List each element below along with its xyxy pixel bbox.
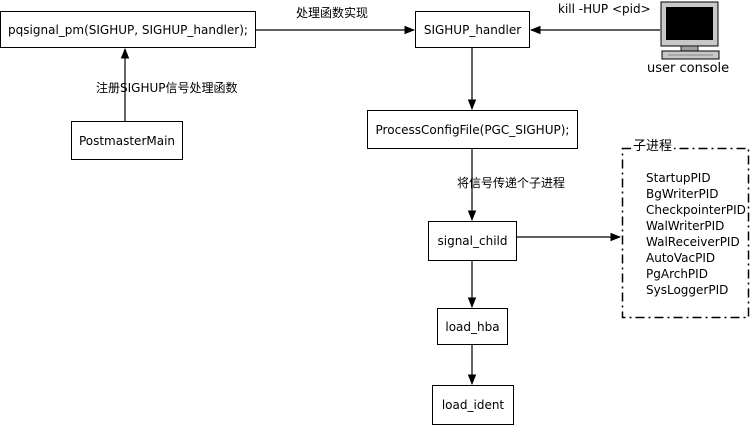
children-list: StartupPID BgWriterPID CheckpointerPID W… xyxy=(646,170,746,298)
node-sighup-handler: SIGHUP_handler xyxy=(415,11,530,48)
list-item: SysLoggerPID xyxy=(646,283,729,297)
label-kill: kill -HUP <pid> xyxy=(558,2,651,16)
node-signal-child: signal_child xyxy=(428,221,517,261)
computer-icon xyxy=(660,1,720,60)
list-item: CheckpointerPID xyxy=(646,203,746,217)
children-group-border xyxy=(621,147,750,319)
list-item: PgArchPID xyxy=(646,267,708,281)
node-postmastermain: PostmasterMain xyxy=(71,121,183,160)
list-item: AutoVacPID xyxy=(646,251,716,265)
node-pqsignal: pqsignal_pm(SIGHUP, SIGHUP_handler); xyxy=(0,11,256,48)
list-item: WalReceiverPID xyxy=(646,235,740,249)
label-pass: 将信号传递个子进程 xyxy=(457,176,566,190)
list-item: WalWriterPID xyxy=(646,219,725,233)
node-load-hba: load_hba xyxy=(437,308,508,345)
node-load-ident: load_ident xyxy=(432,385,514,425)
console-label: user console xyxy=(647,61,730,76)
children-group: 子进程 StartupPID BgWriterPID CheckpointerP… xyxy=(622,139,749,318)
list-item: StartupPID xyxy=(646,171,711,185)
node-processconfigfile: ProcessConfigFile(PGC_SIGHUP); xyxy=(367,110,578,149)
children-group-title: 子进程 xyxy=(631,139,675,155)
label-impl: 处理函数实现 xyxy=(296,6,369,20)
label-register: 注册SIGHUP信号处理函数 xyxy=(96,81,238,95)
list-item: BgWriterPID xyxy=(646,187,719,201)
